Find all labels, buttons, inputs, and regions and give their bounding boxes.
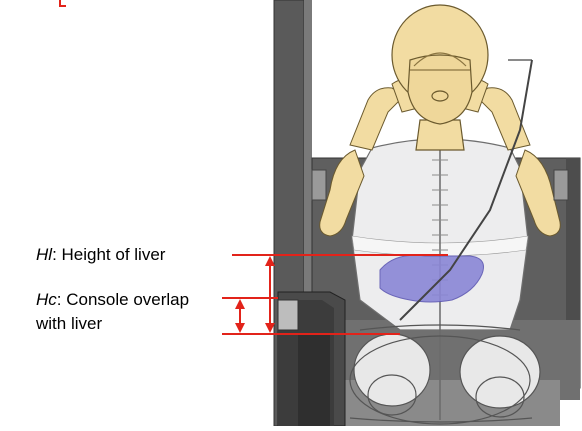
center-console bbox=[278, 292, 345, 426]
hc-label: Hc: Console overlap bbox=[36, 289, 189, 310]
hc-label-line2: with liver bbox=[36, 313, 102, 334]
hc-symbol: Hc bbox=[36, 290, 57, 309]
hl-text: : Height of liver bbox=[52, 245, 165, 264]
hl-label: Hl: Height of liver bbox=[36, 244, 165, 265]
dummy-head bbox=[392, 5, 488, 150]
red-fragment-mark bbox=[60, 0, 66, 6]
hc-text: : Console overlap bbox=[57, 290, 189, 309]
hl-symbol: Hl bbox=[36, 245, 52, 264]
